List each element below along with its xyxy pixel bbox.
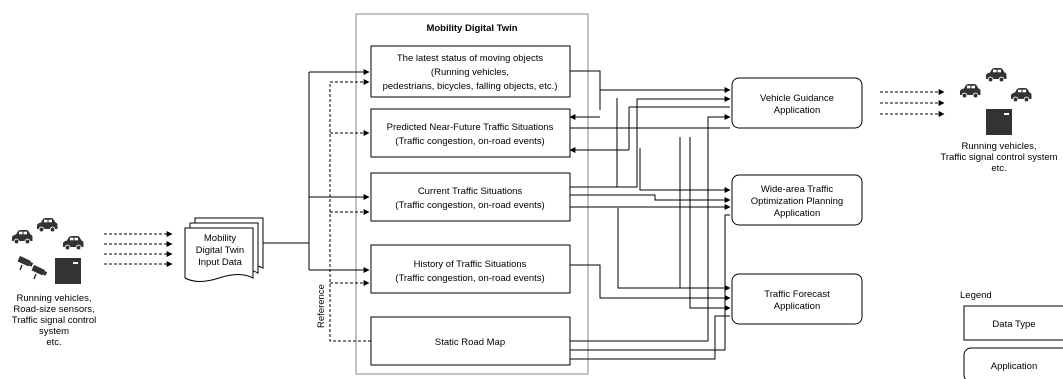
app-label: Application: [774, 105, 820, 116]
car-icon: [62, 235, 84, 251]
app-label: Optimization Planning: [751, 196, 843, 207]
car-icon: [1010, 87, 1032, 103]
data-box-label: (Running vehicles,: [431, 67, 509, 78]
reference-label: Reference: [316, 284, 327, 328]
sensor-input-arrows: [104, 231, 173, 267]
input-distribution-arrows: [263, 69, 370, 273]
car-icon: [985, 67, 1007, 83]
data-to-app-arrows: [569, 70, 731, 360]
data-box-label: Predicted Near-Future Traffic Situations: [387, 122, 554, 133]
data-box-latest-status: The latest status of moving objects (Run…: [370, 45, 571, 98]
caption-line: Road-size sensors,: [13, 304, 94, 315]
caption-line: Traffic signal control system: [940, 152, 1057, 163]
app-label: Vehicle Guidance: [760, 93, 834, 104]
data-box-label: Static Road Map: [435, 337, 505, 348]
data-box-static-road-map: Static Road Map: [370, 316, 571, 366]
legend: Legend Data Type Application: [960, 290, 1063, 379]
caption-line: etc.: [991, 163, 1006, 174]
data-box-label: (Traffic congestion, on-road events): [395, 273, 544, 284]
traffic-signal-controller-icon: [55, 258, 81, 284]
app-label: Application: [774, 208, 820, 219]
data-box-label: Current Traffic Situations: [418, 186, 523, 197]
app-traffic-forecast: Traffic Forecast Application: [731, 273, 863, 325]
frame-title: Mobility Digital Twin: [426, 23, 517, 34]
app-label: Traffic Forecast: [764, 289, 830, 300]
camera-sensor-icon: [30, 264, 48, 280]
data-box-label: The latest status of moving objects: [397, 53, 544, 64]
input-data-label: Mobility: [204, 233, 236, 244]
app-wide-area-optimization: Wide-area Traffic Optimization Planning …: [731, 174, 863, 226]
app-label: Application: [774, 301, 820, 312]
data-box-current-situations: Current Traffic Situations (Traffic cong…: [370, 172, 571, 222]
app-label: Wide-area Traffic: [761, 184, 833, 195]
data-box-label: pedestrians, bicycles, falling objects, …: [383, 81, 558, 92]
data-box-predicted-situations: Predicted Near-Future Traffic Situations…: [370, 108, 571, 158]
car-icon: [11, 229, 33, 245]
caption-line: Running vehicles,: [962, 141, 1037, 152]
data-box-history-situations: History of Traffic Situations (Traffic c…: [370, 244, 571, 294]
right-caption: Running vehicles, Traffic signal control…: [940, 141, 1057, 174]
caption-line: etc.: [46, 337, 61, 348]
caption-line: Running vehicles,: [17, 293, 92, 304]
car-icon: [36, 217, 58, 233]
legend-application-swatch: [963, 347, 1063, 379]
left-caption: Running vehicles, Road-size sensors, Tra…: [12, 293, 96, 348]
input-data-document: Mobility Digital Twin Input Data: [184, 217, 264, 282]
car-icon: [959, 83, 981, 99]
reference-lines: [329, 79, 371, 342]
legend-application-label: Application: [991, 361, 1037, 372]
legend-data-type-swatch: [963, 305, 1063, 341]
caption-line: Traffic signal control: [12, 315, 96, 326]
input-data-label: Input Data: [198, 257, 243, 268]
data-box-label: (Traffic congestion, on-road events): [395, 136, 544, 147]
traffic-signal-controller-icon: [986, 109, 1012, 135]
camera-sensor-icon: [16, 255, 34, 271]
guidance-output-arrows: [880, 89, 945, 117]
app-vehicle-guidance: Vehicle Guidance Application: [731, 77, 863, 129]
legend-data-type-label: Data Type: [992, 319, 1035, 330]
legend-title: Legend: [960, 290, 992, 301]
data-box-label: History of Traffic Situations: [414, 259, 527, 270]
data-box-label: (Traffic congestion, on-road events): [395, 200, 544, 211]
input-data-label: Digital Twin: [196, 245, 244, 256]
caption-line: system: [39, 326, 69, 337]
